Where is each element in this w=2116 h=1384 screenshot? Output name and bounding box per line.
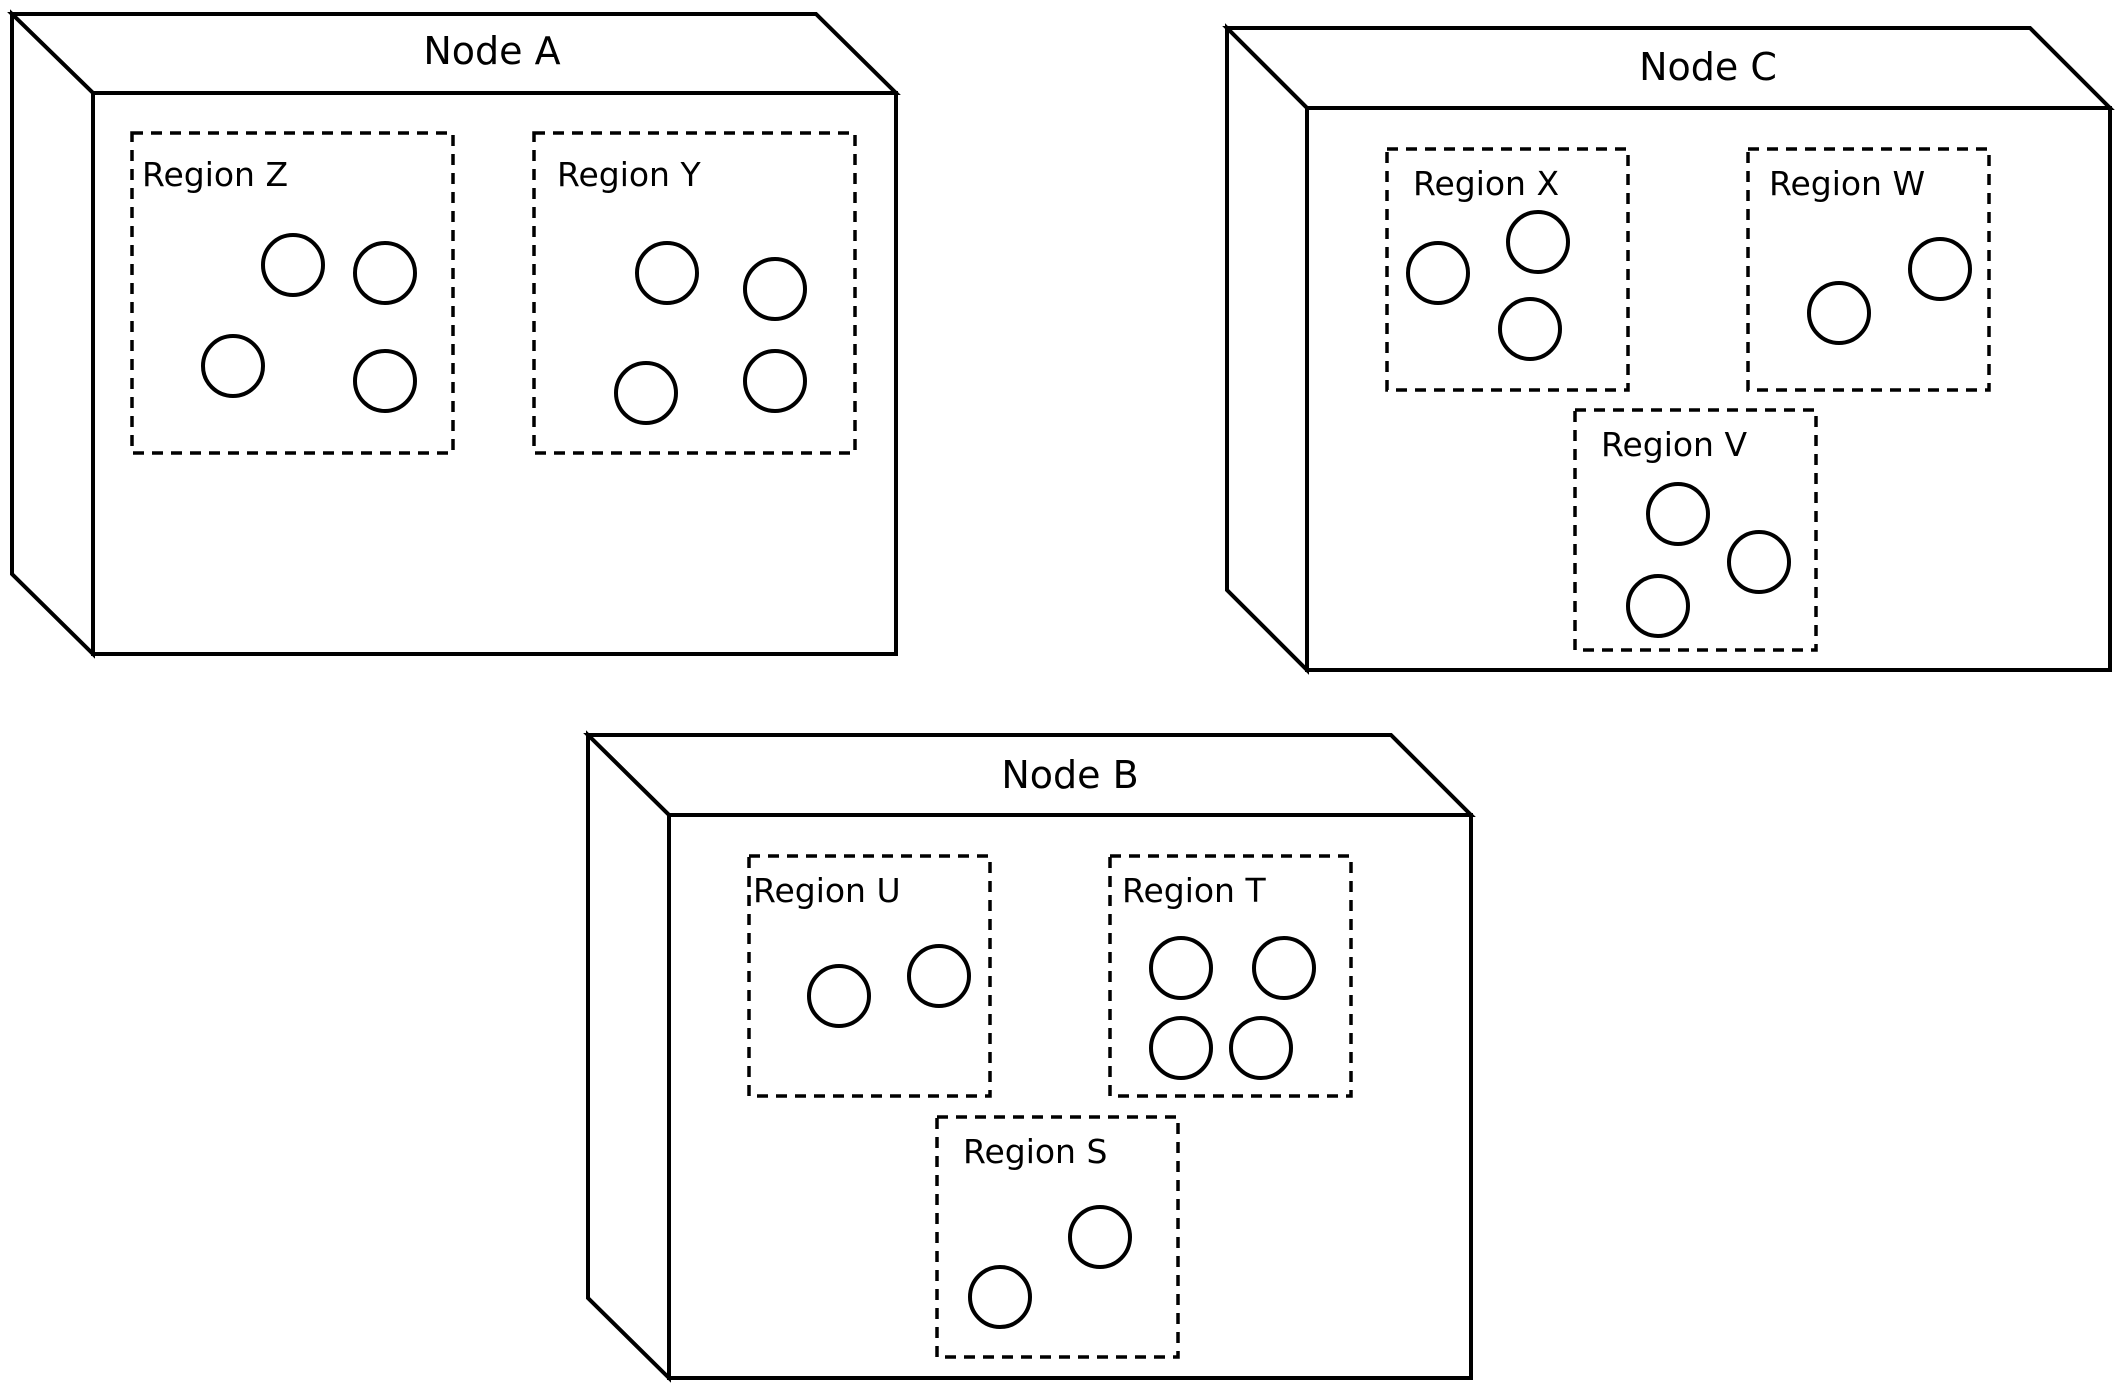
node-a: Node A Region Z Region Y [7, 9, 901, 659]
region-t: Region T [1108, 854, 1353, 1098]
region-s-boundary [935, 1115, 1180, 1359]
node-c-title: Node C [1639, 45, 1777, 89]
replica [807, 964, 871, 1028]
replica [1498, 297, 1562, 361]
replica [1229, 1016, 1293, 1080]
node-b-side-face [586, 730, 671, 1383]
replica [614, 361, 678, 425]
replica [1252, 936, 1316, 1000]
replica [353, 349, 417, 413]
region-y-boundary [532, 131, 857, 455]
replica [1646, 482, 1710, 546]
replica [1727, 530, 1791, 594]
replica [201, 334, 265, 398]
region-v-label: Region V [1601, 425, 1747, 464]
node-a-side-face [10, 9, 95, 659]
region-w: Region W [1746, 147, 1991, 392]
region-v: Region V [1573, 408, 1818, 652]
region-z-label: Region Z [142, 155, 288, 194]
node-c-side-face [1225, 23, 1309, 675]
region-x-boundary [1385, 147, 1630, 392]
region-y-label: Region Y [557, 155, 701, 194]
node-a-title: Node A [423, 29, 560, 73]
replica [1406, 241, 1470, 305]
region-x-label: Region X [1413, 164, 1559, 203]
region-z-boundary [130, 131, 455, 455]
replica [907, 944, 971, 1008]
replica [743, 349, 807, 413]
replica [1068, 1205, 1132, 1269]
region-w-label: Region W [1769, 164, 1925, 203]
region-t-boundary [1108, 854, 1353, 1098]
region-u-boundary [747, 854, 992, 1098]
region-v-boundary [1573, 408, 1818, 652]
replica [635, 241, 699, 305]
region-w-boundary [1746, 147, 1991, 392]
replica [968, 1265, 1032, 1329]
region-x: Region X [1385, 147, 1630, 392]
replica [1626, 574, 1690, 638]
replica [743, 257, 807, 321]
region-z: Region Z [130, 131, 455, 455]
region-u-label: Region U [753, 871, 901, 910]
region-s-label: Region S [963, 1132, 1107, 1171]
region-s: Region S [935, 1115, 1180, 1359]
replica [353, 241, 417, 305]
replica [1908, 237, 1972, 301]
replica [261, 233, 325, 297]
node-c: Node C Region X Region W Region V [1222, 23, 2115, 675]
region-t-label: Region T [1122, 871, 1266, 910]
region-y: Region Y [532, 131, 857, 455]
node-b: Node B Region U Region T Region S [583, 730, 1476, 1383]
replica [1149, 1016, 1213, 1080]
replica [1506, 210, 1570, 274]
replica [1807, 281, 1871, 345]
node-b-title: Node B [1001, 753, 1138, 797]
region-u: Region U [747, 854, 992, 1098]
replica [1149, 936, 1213, 1000]
